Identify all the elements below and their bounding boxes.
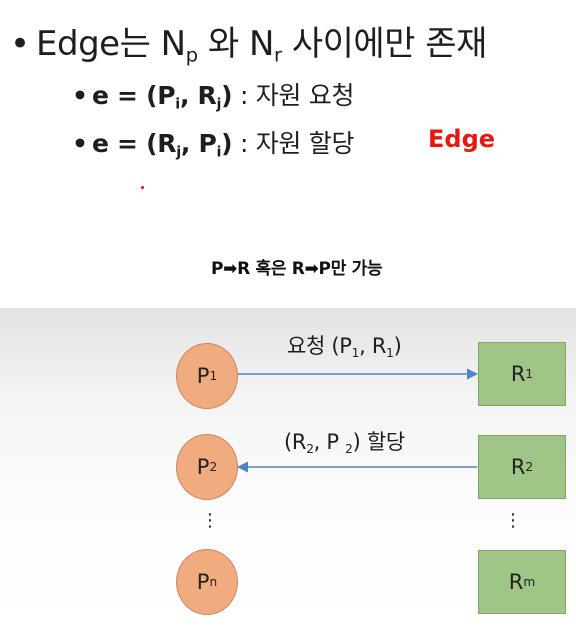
assign-description: : 자원 할당 [232, 129, 355, 158]
resource-ellipsis: ⋮ [504, 510, 522, 531]
bullet-text-pre: Edge는 N [36, 24, 186, 64]
annotation-dot [141, 186, 144, 189]
bullet-dot: • [10, 24, 30, 64]
bullet-assign-edge: •e = (Rj, Pi) : 자원 할당 [72, 128, 354, 160]
bullet-edge-definition: •Edge는 Np 와 Nr 사이에만 존재 [10, 24, 488, 67]
formula-close: ) [221, 129, 233, 158]
formula-comma: , P [180, 129, 217, 158]
direction-caption: P➡R 혹은 R➡P만 가능 [211, 259, 383, 279]
edge-annotation: Edge [428, 125, 496, 153]
request-description: : 자원 요청 [232, 81, 355, 110]
subscript-j: j [216, 96, 222, 113]
subscript-r: r [273, 43, 282, 67]
formula-open: e = (R [92, 129, 177, 158]
process-ellipsis: ⋮ [201, 510, 219, 531]
bullet-request-edge: •e = (Pi, Rj) : 자원 요청 [72, 80, 354, 112]
request-edge-label: 요청 (P1, R1) [287, 334, 402, 360]
bullet-text-post: 사이에만 존재 [281, 24, 488, 64]
formula-comma: , R [179, 81, 217, 110]
formula-close: ) [221, 81, 233, 110]
subscript-i: i [216, 144, 222, 161]
bullet-dot: • [72, 81, 88, 110]
assign-edge-label: (R2, P 2) 할당 [284, 430, 405, 456]
bullet-dot: • [72, 129, 88, 158]
formula-open: e = (P [92, 81, 176, 110]
bullet-text-mid: 와 N [197, 24, 275, 64]
diagram-arrows [236, 368, 479, 473]
subscript-i: i [175, 96, 180, 113]
subscript-j: j [176, 144, 181, 161]
subscript-p: p [185, 43, 199, 67]
